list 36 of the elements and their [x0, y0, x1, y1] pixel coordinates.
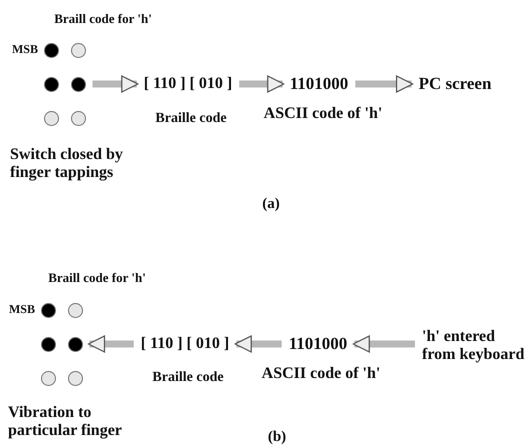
node-text: 'h' entered from keyboard: [422, 328, 530, 364]
caption-text: Vibration to particular finger: [8, 404, 123, 441]
block-arrow: [92, 75, 138, 93]
block-arrow: [355, 75, 414, 93]
panel-label: (a): [262, 196, 280, 214]
braille-dot: [40, 302, 56, 318]
caption-text: Braille code: [152, 370, 224, 386]
caption-text: Switch closed by finger tappings: [10, 146, 124, 183]
braille-dot: [70, 110, 86, 126]
node-text: 1101000: [288, 334, 348, 354]
braille-dot: [70, 42, 86, 58]
bit-label: MSB: [8, 303, 35, 317]
braille-dot: [68, 302, 82, 318]
node-text: PC screen: [418, 74, 492, 94]
braille-dot: [68, 336, 82, 352]
braille-dot: [44, 110, 58, 126]
caption-text: Braille code: [155, 110, 227, 128]
block-arrow: [234, 335, 282, 353]
braille-dot: [44, 76, 58, 92]
node-text: 1101000: [290, 74, 348, 94]
braille-dot: [40, 336, 56, 352]
heading: Braill code for 'h': [54, 12, 152, 26]
block-arrow: [88, 335, 134, 353]
caption-text: ASCII code of 'h': [264, 104, 382, 124]
braille-dot: [70, 76, 86, 92]
node-text: [ 110 ] [ 010 ]: [140, 334, 230, 354]
bit-label: MSB: [12, 43, 38, 57]
caption-text: ASCII code of 'h': [262, 364, 380, 384]
block-arrow: [239, 75, 284, 93]
panel-label: (b): [268, 429, 286, 446]
node-text: [ 110 ] [ 010 ]: [144, 74, 232, 94]
braille-dot: [44, 42, 58, 58]
heading: Braill code for 'h': [48, 270, 146, 286]
braille-dot: [40, 370, 56, 386]
braille-dot: [68, 370, 82, 386]
block-arrow: [352, 335, 415, 353]
